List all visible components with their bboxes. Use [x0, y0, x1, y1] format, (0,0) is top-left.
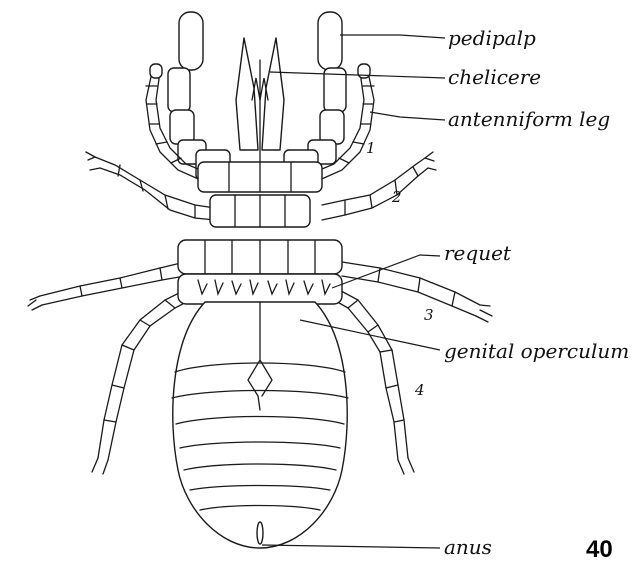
- anus-mark: [257, 522, 263, 544]
- pedipalp-right: [284, 12, 346, 180]
- label-pedipalp: pedipalp: [448, 26, 536, 50]
- leg-number-3: 3: [424, 306, 434, 324]
- chelicerae: [236, 38, 284, 170]
- page-number: 40: [586, 536, 613, 563]
- label-genital-operculum: genital operculum: [444, 339, 629, 363]
- label-requet: requet: [444, 241, 512, 265]
- leg-2-right: [322, 152, 436, 220]
- leg-number-4: 4: [414, 381, 425, 399]
- leg-3-right: [342, 262, 492, 322]
- opisthosoma: [172, 302, 348, 548]
- label-chelicere: chelicere: [448, 65, 541, 89]
- label-antenniform-leg: antenniform leg: [448, 107, 610, 131]
- sternum-row-3: [178, 240, 342, 274]
- sternum-row-1: [198, 162, 322, 192]
- leg-number-2: 2: [391, 188, 402, 206]
- sternum-row-2: [210, 195, 310, 227]
- leg-number-1: 1: [366, 139, 376, 157]
- label-anus: anus: [444, 535, 492, 559]
- requet-band: [178, 274, 342, 304]
